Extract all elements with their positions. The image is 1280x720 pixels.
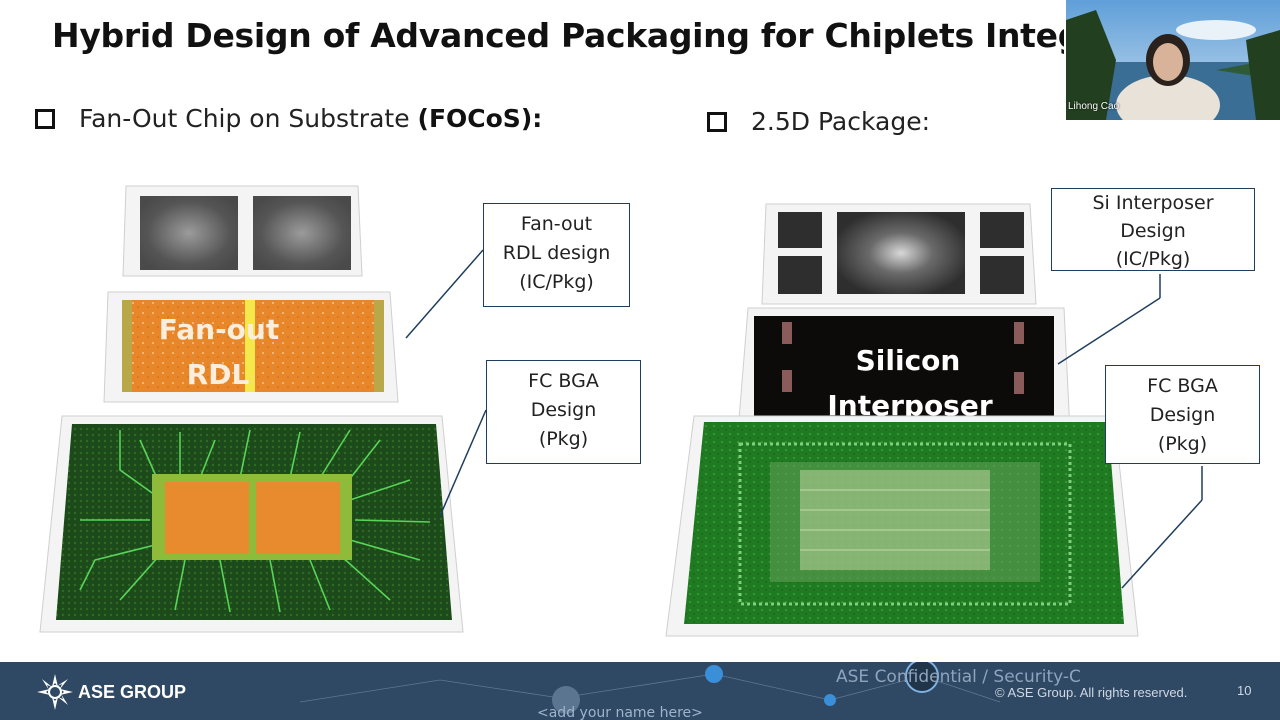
name-placeholder-text: <add your name here> — [537, 705, 703, 720]
callout-line: (Pkg) — [538, 428, 589, 450]
callout-line: Design — [1120, 220, 1186, 242]
webcam-participant-name: Lihong Cao — [1068, 101, 1120, 112]
webcam-scene — [1066, 0, 1280, 120]
callout-line: (IC/Pkg) — [519, 271, 594, 293]
interposer-leader-line — [1057, 297, 1161, 365]
callout-line: Fan-out — [520, 213, 593, 235]
rdl-leader-line — [405, 249, 484, 339]
callout-fanout-rdl: Fan-out RDL design (IC/Pkg) — [483, 203, 630, 307]
callout-line: (Pkg) — [1157, 433, 1208, 455]
interposer-substrate-layer — [665, 415, 1139, 637]
focos-substrate-layer — [39, 415, 464, 633]
checkbox-square-icon — [35, 108, 55, 129]
bga-leader-line — [439, 409, 487, 517]
callout-fc-bga-right: FC BGA Design (Pkg) — [1105, 365, 1260, 464]
footer-network-decoration — [299, 662, 1001, 714]
rdl-label-line1: Fan-out — [159, 313, 280, 346]
bga-right-leader-line — [1121, 499, 1203, 589]
slide-footer — [0, 662, 1280, 720]
ase-group-logo: ASE GROUP — [78, 682, 187, 702]
focos-rdl-layer: Fan-out RDL — [103, 291, 399, 403]
rdl-label-line2: RDL — [187, 358, 250, 391]
slide-title: Hybrid Design of Advanced Packaging for … — [52, 16, 1064, 55]
speaker-webcam-video[interactable] — [1066, 0, 1280, 120]
sun-star-icon — [37, 674, 73, 710]
silicon-interposer-layer: Silicon Interposer — [737, 307, 1071, 433]
package-25d-bullet-text: 2.5D Package: — [751, 107, 931, 136]
copyright-text: © ASE Group. All rights reserved. — [995, 685, 1188, 700]
callout-line: FC BGA — [1147, 375, 1218, 397]
callout-line: Design — [1149, 404, 1216, 426]
focos-bullet-text: Fan-Out Chip on Substrate (FOCoS): — [79, 104, 543, 133]
page-number: 10 — [1237, 683, 1252, 698]
callout-fc-bga-left: FC BGA Design (Pkg) — [486, 360, 641, 464]
callout-line: FC BGA — [528, 370, 599, 392]
callout-line: Design — [530, 399, 597, 421]
focos-bullet: Fan-Out Chip on Substrate (FOCoS): — [35, 104, 542, 133]
callout-line: RDL design — [502, 242, 611, 264]
package-25d-bullet: 2.5D Package: — [707, 107, 930, 136]
focos-chip-layer — [122, 185, 363, 277]
confidential-label: ASE Confidential / Security-C — [836, 667, 1081, 687]
interposer-label-line1: Silicon — [856, 344, 961, 377]
interposer-die-layer — [761, 203, 1037, 305]
checkbox-square-icon — [707, 111, 727, 132]
callout-line: (IC/Pkg) — [1115, 248, 1191, 270]
callout-line: Si Interposer — [1092, 192, 1214, 214]
callout-si-interposer: Si Interposer Design (IC/Pkg) — [1051, 188, 1255, 271]
